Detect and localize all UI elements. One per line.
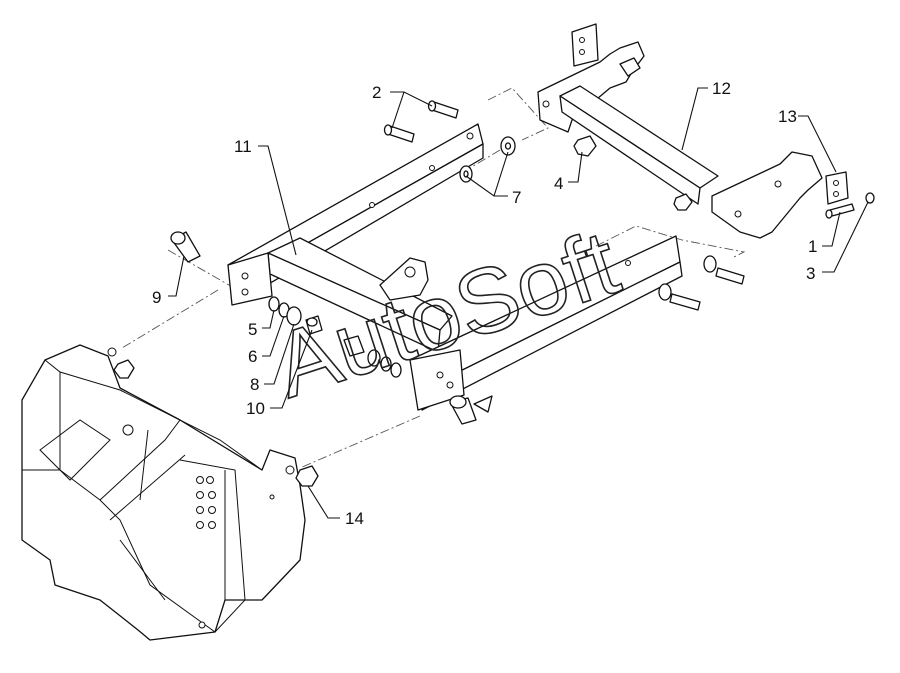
callout-1: 1 <box>808 237 817 256</box>
callout-6: 6 <box>248 347 257 366</box>
upper-bracket-12 <box>537 23 823 239</box>
callout-8: 8 <box>250 375 259 394</box>
callout-7: 7 <box>512 188 521 207</box>
callout-5: 5 <box>248 320 257 339</box>
bolt-2-lower <box>383 124 415 143</box>
leader-lines <box>168 87 869 519</box>
ring-5 <box>268 296 280 312</box>
washer-7 <box>459 136 516 183</box>
callout-4: 4 <box>554 174 563 193</box>
callout-12: 12 <box>712 79 731 98</box>
right-bolts <box>658 255 745 311</box>
callout-2: 2 <box>372 83 381 102</box>
front-mounting-frame <box>21 344 306 641</box>
nut-frame-upper <box>113 359 135 379</box>
callout-14: 14 <box>345 509 364 528</box>
pin-9 <box>170 231 201 263</box>
fitting-center <box>343 335 402 378</box>
cross-tube-11 <box>227 237 453 353</box>
callout-10: 10 <box>246 399 265 418</box>
nut-3 <box>865 192 875 204</box>
bolt-1 <box>825 203 855 219</box>
callout-3: 3 <box>806 264 815 283</box>
callout-11: 11 <box>234 137 252 156</box>
bolt-2-upper <box>427 100 459 119</box>
nut-4 <box>573 135 693 211</box>
callout-13: 13 <box>778 107 797 126</box>
callout-labels: 2 7 4 12 13 1 3 11 9 5 6 8 10 14 <box>152 79 817 528</box>
callout-9: 9 <box>152 288 161 307</box>
lower-side-rail <box>409 235 683 411</box>
nut-14 <box>295 465 319 487</box>
fitting-10 <box>305 315 323 335</box>
small-plate-13 <box>825 171 849 205</box>
pin-lower <box>449 395 493 425</box>
